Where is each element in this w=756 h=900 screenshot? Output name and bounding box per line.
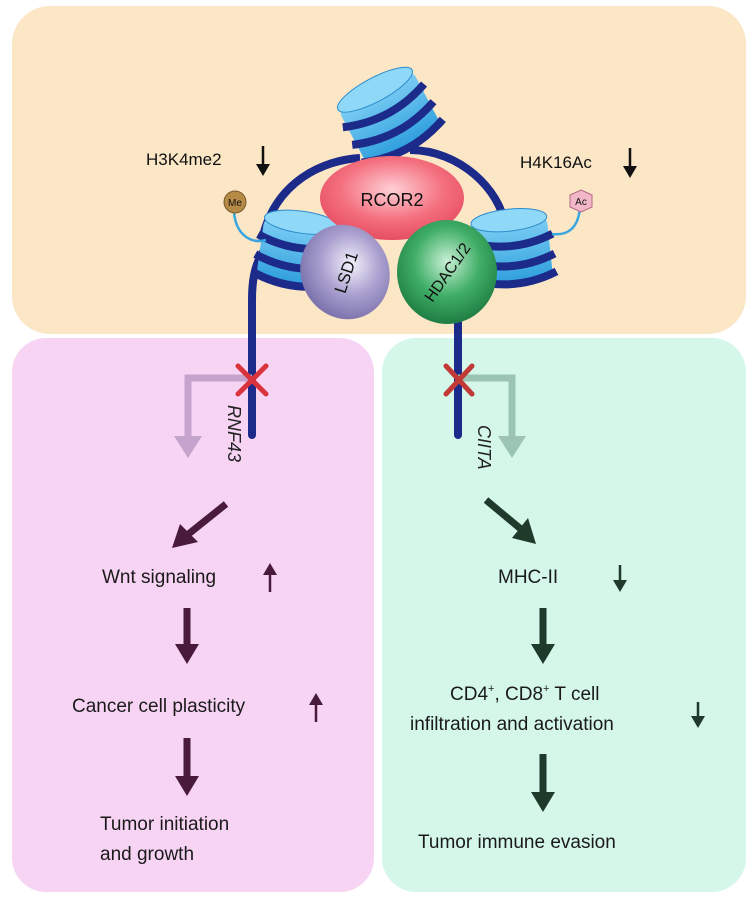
me-tail (232, 211, 267, 243)
rcor2-label: RCOR2 (360, 190, 423, 210)
tumor-initiation-label: Tumor initiation (100, 814, 229, 835)
ciita-panel (382, 338, 746, 892)
plasticity-label: Cancer cell plasticity (72, 696, 246, 717)
ac-tag-label: Ac (575, 197, 587, 208)
plasticity-to-tumor-arrow (175, 738, 199, 796)
h3k4me2-label: H3K4me2 (146, 150, 222, 169)
nucleosome-top (336, 66, 446, 167)
down-arrow-icon (256, 146, 270, 176)
up-arrow-icon (263, 563, 277, 592)
block-x-icon (235, 363, 269, 397)
tcell-label-line1: CD4+, CD8+ T cell (450, 683, 599, 705)
rnf43-gene-label: RNF43 (224, 405, 244, 462)
mhc-ii-label: MHC-II (498, 567, 558, 588)
hdac-protein (397, 220, 497, 324)
me-tag-label: Me (228, 198, 242, 209)
ac-tail (551, 207, 582, 236)
and-growth-label: and growth (100, 844, 194, 865)
wnt-to-plasticity-arrow (175, 608, 199, 664)
acetyl-icon (569, 189, 593, 213)
methyl-icon (223, 190, 247, 214)
down-arrow-icon (623, 148, 637, 178)
rnf43-transcription-arrowhead (174, 436, 202, 458)
up-arrow-icon (309, 693, 323, 722)
rcor2-protein (320, 156, 464, 240)
rnf43-to-wnt-arrow (172, 501, 229, 548)
down-arrow-icon (613, 565, 627, 592)
h4k16ac-label: H4K16Ac (520, 153, 592, 172)
tcell-to-evasion-arrow (531, 754, 555, 812)
immune-evasion-label: Tumor immune evasion (418, 832, 616, 853)
ciita-transcription-arrowhead (498, 436, 526, 458)
rnf43-panel (12, 338, 374, 892)
ciita-to-mhc-arrow (483, 497, 536, 544)
mhc-to-tcell-arrow (531, 608, 555, 664)
down-arrow-icon (691, 702, 705, 728)
rnf43-transcription-arrow (184, 374, 252, 440)
tcell-label-line2: infiltration and activation (410, 714, 614, 735)
lsd1-protein (300, 224, 390, 320)
ciita-transcription-arrow (458, 374, 516, 440)
ciita-gene-label: CIITA (474, 425, 494, 470)
wnt-signaling-label: Wnt signaling (102, 567, 216, 588)
block-x-icon (443, 363, 475, 397)
